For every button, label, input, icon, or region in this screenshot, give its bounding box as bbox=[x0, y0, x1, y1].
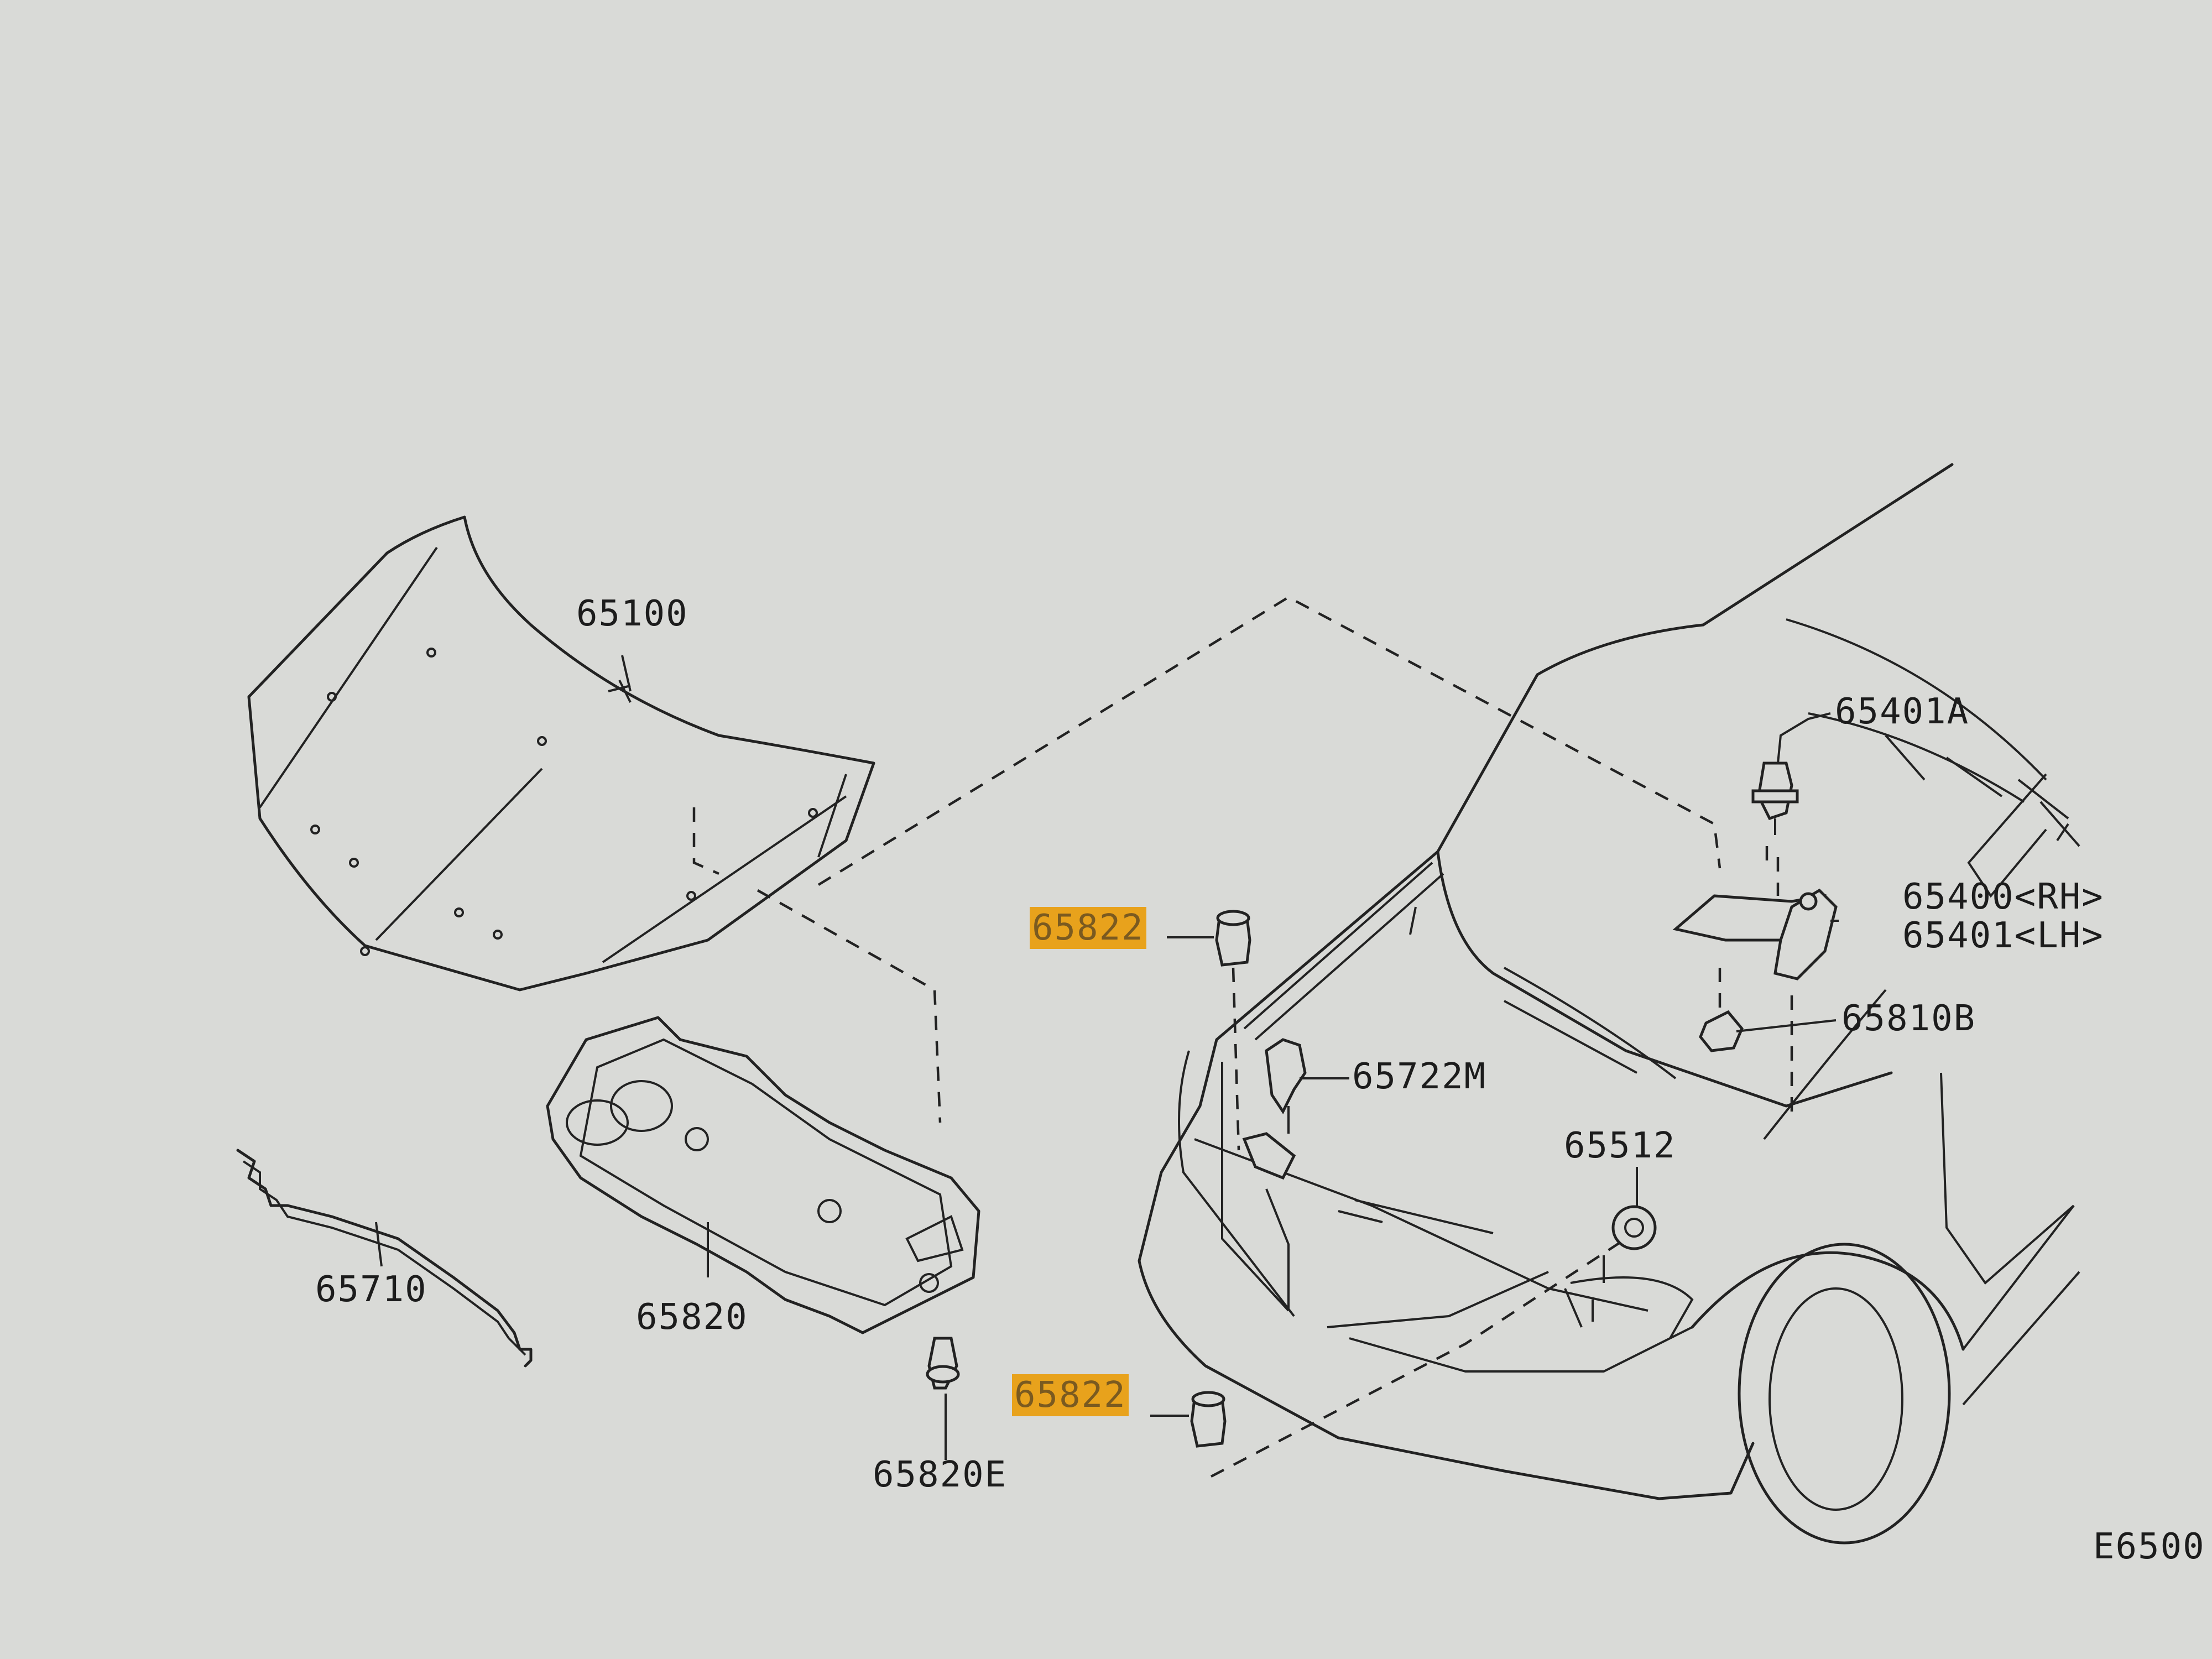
insulator-drawing bbox=[546, 1016, 980, 1334]
callout-latch-clip: 65722M bbox=[1352, 1056, 1487, 1097]
callout-bumper-lower: 65822 bbox=[1012, 1374, 1129, 1416]
callout-hinge-lh: 65401<LH> bbox=[1902, 915, 2104, 956]
callout-bumper-upper: 65822 bbox=[1030, 907, 1146, 949]
vehicle-body-drawing bbox=[1138, 463, 2080, 1545]
callout-seal-strip: 65710 bbox=[315, 1269, 427, 1310]
seal-strip-drawing bbox=[236, 1149, 533, 1368]
callout-insulator-clip: 65820E bbox=[873, 1454, 1008, 1495]
bumper-stoppers-drawing bbox=[1190, 910, 1251, 1448]
figure-code: E6500 bbox=[2093, 1526, 2205, 1567]
hood-hinge-drawing bbox=[1672, 761, 1838, 1052]
insulator-clip-drawing bbox=[926, 1337, 960, 1390]
latch-clip-drawing bbox=[1242, 1038, 1307, 1180]
callout-hinge-nut: 65810B bbox=[1841, 998, 1976, 1039]
callout-hood: 65100 bbox=[576, 593, 688, 634]
callout-hinge-bolt: 65401A bbox=[1835, 691, 1970, 732]
hood-lock-drawing bbox=[1592, 1205, 1657, 1322]
callout-insulator: 65820 bbox=[636, 1297, 748, 1338]
hood-drawing bbox=[247, 515, 875, 992]
callout-leaders bbox=[375, 655, 1839, 1460]
callout-hinge-rh: 65400<RH> bbox=[1902, 877, 2104, 917]
assembly-guide-lines bbox=[757, 596, 1793, 1478]
callout-hood-lock: 65512 bbox=[1564, 1125, 1676, 1166]
